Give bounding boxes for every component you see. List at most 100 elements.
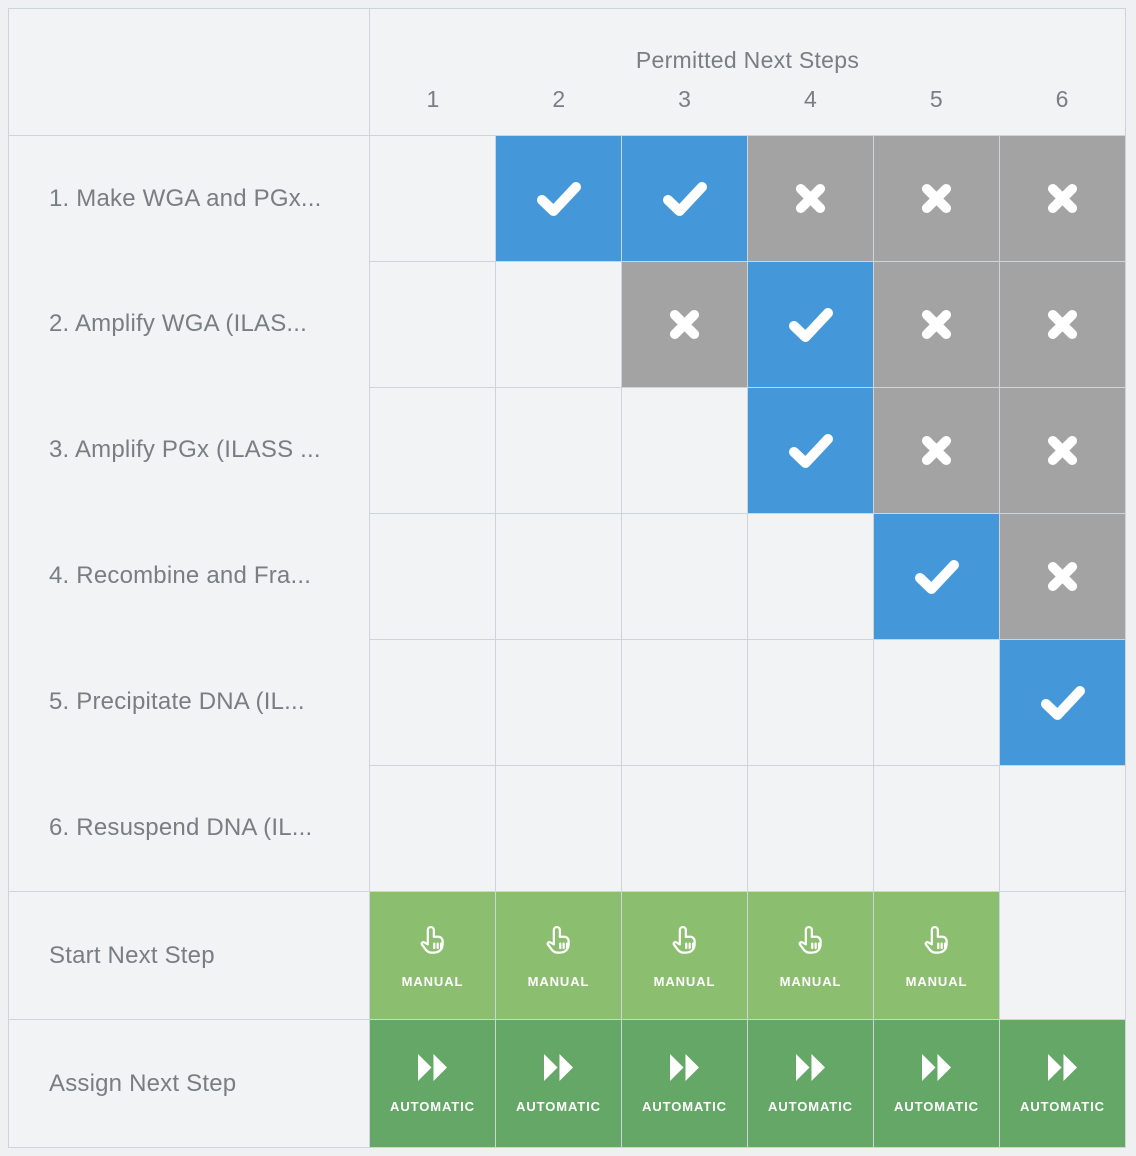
not-permitted-cell[interactable] bbox=[999, 513, 1125, 639]
header-title: Permitted Next Steps bbox=[635, 47, 860, 73]
empty-cell bbox=[747, 765, 873, 891]
column-number: 5 bbox=[929, 86, 943, 112]
manual-cell[interactable]: MANUAL bbox=[747, 891, 873, 1019]
not-permitted-cell[interactable] bbox=[999, 261, 1125, 387]
permitted-cell[interactable] bbox=[495, 135, 621, 261]
permitted-cell[interactable] bbox=[747, 261, 873, 387]
permitted-cell[interactable] bbox=[999, 639, 1125, 765]
action-cell-label: MANUAL bbox=[905, 974, 968, 989]
empty-cell bbox=[999, 765, 1125, 891]
empty-cell bbox=[369, 135, 495, 261]
permitted-cell[interactable] bbox=[621, 135, 747, 261]
action-cell-label: AUTOMATIC bbox=[894, 1099, 979, 1114]
automatic-cell[interactable]: AUTOMATIC bbox=[873, 1019, 999, 1147]
empty-cell bbox=[621, 765, 747, 891]
column-number: 1 bbox=[426, 86, 440, 112]
not-permitted-cell[interactable] bbox=[873, 135, 999, 261]
empty-cell bbox=[621, 513, 747, 639]
fast-forward-icon bbox=[794, 1053, 827, 1082]
action-cell-label: AUTOMATIC bbox=[390, 1099, 475, 1114]
empty-cell bbox=[747, 513, 873, 639]
empty-cell bbox=[495, 639, 621, 765]
action-row-label: Assign Next Step bbox=[9, 1019, 369, 1147]
automatic-cell[interactable]: AUTOMATIC bbox=[495, 1019, 621, 1147]
empty-cell bbox=[621, 639, 747, 765]
not-permitted-cell[interactable] bbox=[747, 135, 873, 261]
x-icon bbox=[920, 434, 953, 467]
action-cell-label: MANUAL bbox=[653, 974, 716, 989]
manual-cell[interactable]: MANUAL bbox=[873, 891, 999, 1019]
check-icon bbox=[914, 559, 960, 595]
check-icon bbox=[662, 181, 708, 217]
permitted-cell[interactable] bbox=[873, 513, 999, 639]
action-cell-label: MANUAL bbox=[527, 974, 590, 989]
empty-cell bbox=[495, 261, 621, 387]
hand-pointer-icon bbox=[541, 922, 576, 957]
x-icon bbox=[1046, 308, 1079, 341]
empty-cell bbox=[873, 765, 999, 891]
column-number: 4 bbox=[804, 86, 817, 112]
check-icon bbox=[536, 181, 582, 217]
x-icon bbox=[920, 182, 953, 215]
empty-cell bbox=[747, 639, 873, 765]
empty-cell bbox=[495, 765, 621, 891]
fast-forward-icon bbox=[920, 1053, 953, 1082]
action-cell-label: AUTOMATIC bbox=[642, 1099, 727, 1114]
fast-forward-icon bbox=[1046, 1053, 1079, 1082]
permitted-cell[interactable] bbox=[747, 387, 873, 513]
empty-cell bbox=[621, 387, 747, 513]
row-label: 3. Amplify PGx (ILASS ... bbox=[9, 387, 369, 513]
fast-forward-icon bbox=[668, 1053, 701, 1082]
x-icon bbox=[1046, 560, 1079, 593]
manual-cell[interactable]: MANUAL bbox=[621, 891, 747, 1019]
action-cell-label: AUTOMATIC bbox=[516, 1099, 601, 1114]
manual-cell[interactable]: MANUAL bbox=[495, 891, 621, 1019]
x-icon bbox=[1046, 434, 1079, 467]
manual-cell[interactable]: MANUAL bbox=[369, 891, 495, 1019]
check-icon bbox=[788, 433, 834, 469]
row-label: 4. Recombine and Fra... bbox=[9, 513, 369, 639]
hand-pointer-icon bbox=[667, 922, 702, 957]
hand-pointer-icon bbox=[793, 922, 828, 957]
not-permitted-cell[interactable] bbox=[999, 135, 1125, 261]
empty-cell bbox=[369, 639, 495, 765]
fast-forward-icon bbox=[542, 1053, 575, 1082]
automatic-cell[interactable]: AUTOMATIC bbox=[621, 1019, 747, 1147]
row-label: 6. Resuspend DNA (IL... bbox=[9, 765, 369, 891]
row-label: 1. Make WGA and PGx... bbox=[9, 135, 369, 261]
action-row-label: Start Next Step bbox=[9, 891, 369, 1019]
x-icon bbox=[920, 308, 953, 341]
fast-forward-icon bbox=[416, 1053, 449, 1082]
empty-cell bbox=[495, 387, 621, 513]
automatic-cell[interactable]: AUTOMATIC bbox=[999, 1019, 1125, 1147]
action-cell-label: AUTOMATIC bbox=[1020, 1099, 1105, 1114]
empty-cell bbox=[495, 513, 621, 639]
hand-pointer-icon bbox=[919, 922, 954, 957]
not-permitted-cell[interactable] bbox=[621, 261, 747, 387]
empty-cell bbox=[369, 765, 495, 891]
column-number: 6 bbox=[1055, 86, 1069, 112]
action-cell-label: MANUAL bbox=[401, 974, 464, 989]
not-permitted-cell[interactable] bbox=[999, 387, 1125, 513]
row-label: 2. Amplify WGA (ILAS... bbox=[9, 261, 369, 387]
hand-pointer-icon bbox=[415, 922, 450, 957]
not-permitted-cell[interactable] bbox=[873, 261, 999, 387]
empty-cell bbox=[999, 891, 1125, 1019]
x-icon bbox=[1046, 182, 1079, 215]
empty-cell bbox=[369, 513, 495, 639]
empty-cell bbox=[369, 387, 495, 513]
automatic-cell[interactable]: AUTOMATIC bbox=[747, 1019, 873, 1147]
x-icon bbox=[668, 308, 701, 341]
column-number: 2 bbox=[552, 86, 566, 112]
not-permitted-cell[interactable] bbox=[873, 387, 999, 513]
automatic-cell[interactable]: AUTOMATIC bbox=[369, 1019, 495, 1147]
action-cell-label: MANUAL bbox=[779, 974, 842, 989]
row-label: 5. Precipitate DNA (IL... bbox=[9, 639, 369, 765]
corner-cell bbox=[9, 9, 369, 135]
x-icon bbox=[794, 182, 827, 215]
check-icon bbox=[1040, 685, 1086, 721]
